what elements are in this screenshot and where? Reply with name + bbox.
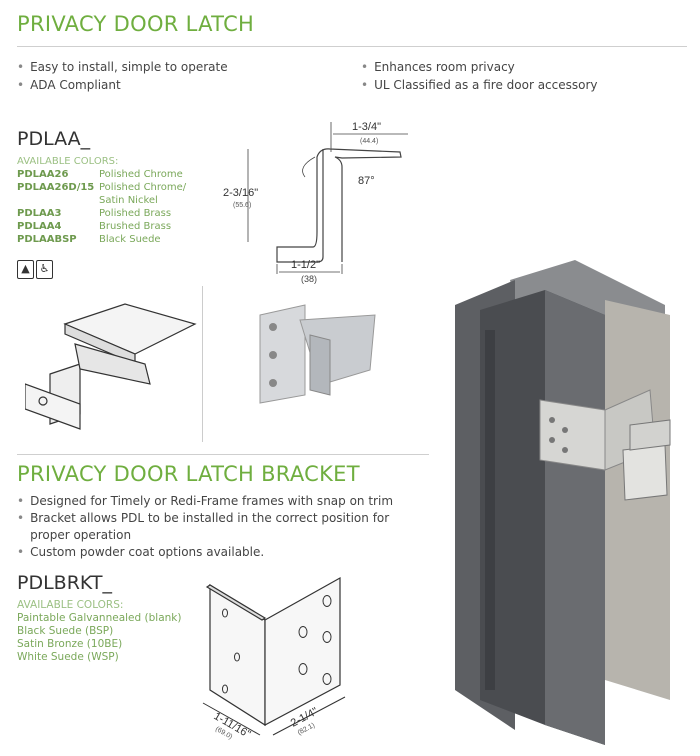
colors-heading: AVAILABLE COLORS: [17,599,124,611]
color-row: Satin Bronze (10BE) [17,638,123,650]
bullet: •Custom powder coat options available. [17,545,265,559]
divider [202,286,203,442]
bracket-bullets: •Designed for Timely or Redi-Frame frame… [17,493,417,561]
colors-heading: AVAILABLE COLORS: [17,156,119,167]
bracket-drawing: 1-11/16" (69.0) 2-1/4" (82.1) [202,576,346,741]
color-row: Black Suede (BSP) [17,625,114,637]
bullet: •Designed for Timely or Redi-Frame frame… [17,494,394,508]
dim-width-top-mm: (44.4) [360,138,378,145]
bullet: •ADA Compliant [17,78,121,92]
latch-bullets-right: •Enhances room privacy •UL Classified as… [361,58,598,94]
bullet: •UL Classified as a fire door accessory [361,78,598,92]
divider [17,454,429,455]
bullet: •Easy to install, simple to operate [17,60,228,74]
bullet: •Bracket allows PDL to be installed in t… [17,511,390,542]
latch-dimension-drawing: 1-3/4" (44.4) 2-3/16" (55.6) 87° 1-1/2" … [223,121,408,284]
bracket-model: PDLBRKT_ [17,572,112,594]
dim-height-mm: (55.6) [233,202,251,209]
dim-base: 1-1/2" [291,259,320,271]
dim-base-mm: (38) [301,274,317,284]
latch-bullets-left: •Easy to install, simple to operate •ADA… [17,58,228,94]
divider [17,46,687,47]
fire-rated-icon: ▲ [17,260,34,279]
latch-photo [259,304,376,404]
dim-height: 2-3/16" [223,187,258,199]
bracket-title: PRIVACY DOOR LATCH BRACKET [17,462,360,486]
bullet: •Enhances room privacy [361,60,515,74]
color-row: Paintable Galvannealed (blank) [17,612,182,624]
color-row: White Suede (WSP) [17,651,119,663]
door-frame-installation-illustration [455,260,671,745]
dim-angle: 87° [358,175,375,187]
latch-isometric-drawing [25,303,197,430]
latch-title: PRIVACY DOOR LATCH [17,12,255,36]
bracket-colors: AVAILABLE COLORS: Paintable Galvannealed… [17,599,181,664]
dim-width-top: 1-3/4" [352,121,381,133]
latch-model: PDLAA_ [17,128,91,150]
wheelchair-accessible-icon: ♿ [36,260,53,279]
